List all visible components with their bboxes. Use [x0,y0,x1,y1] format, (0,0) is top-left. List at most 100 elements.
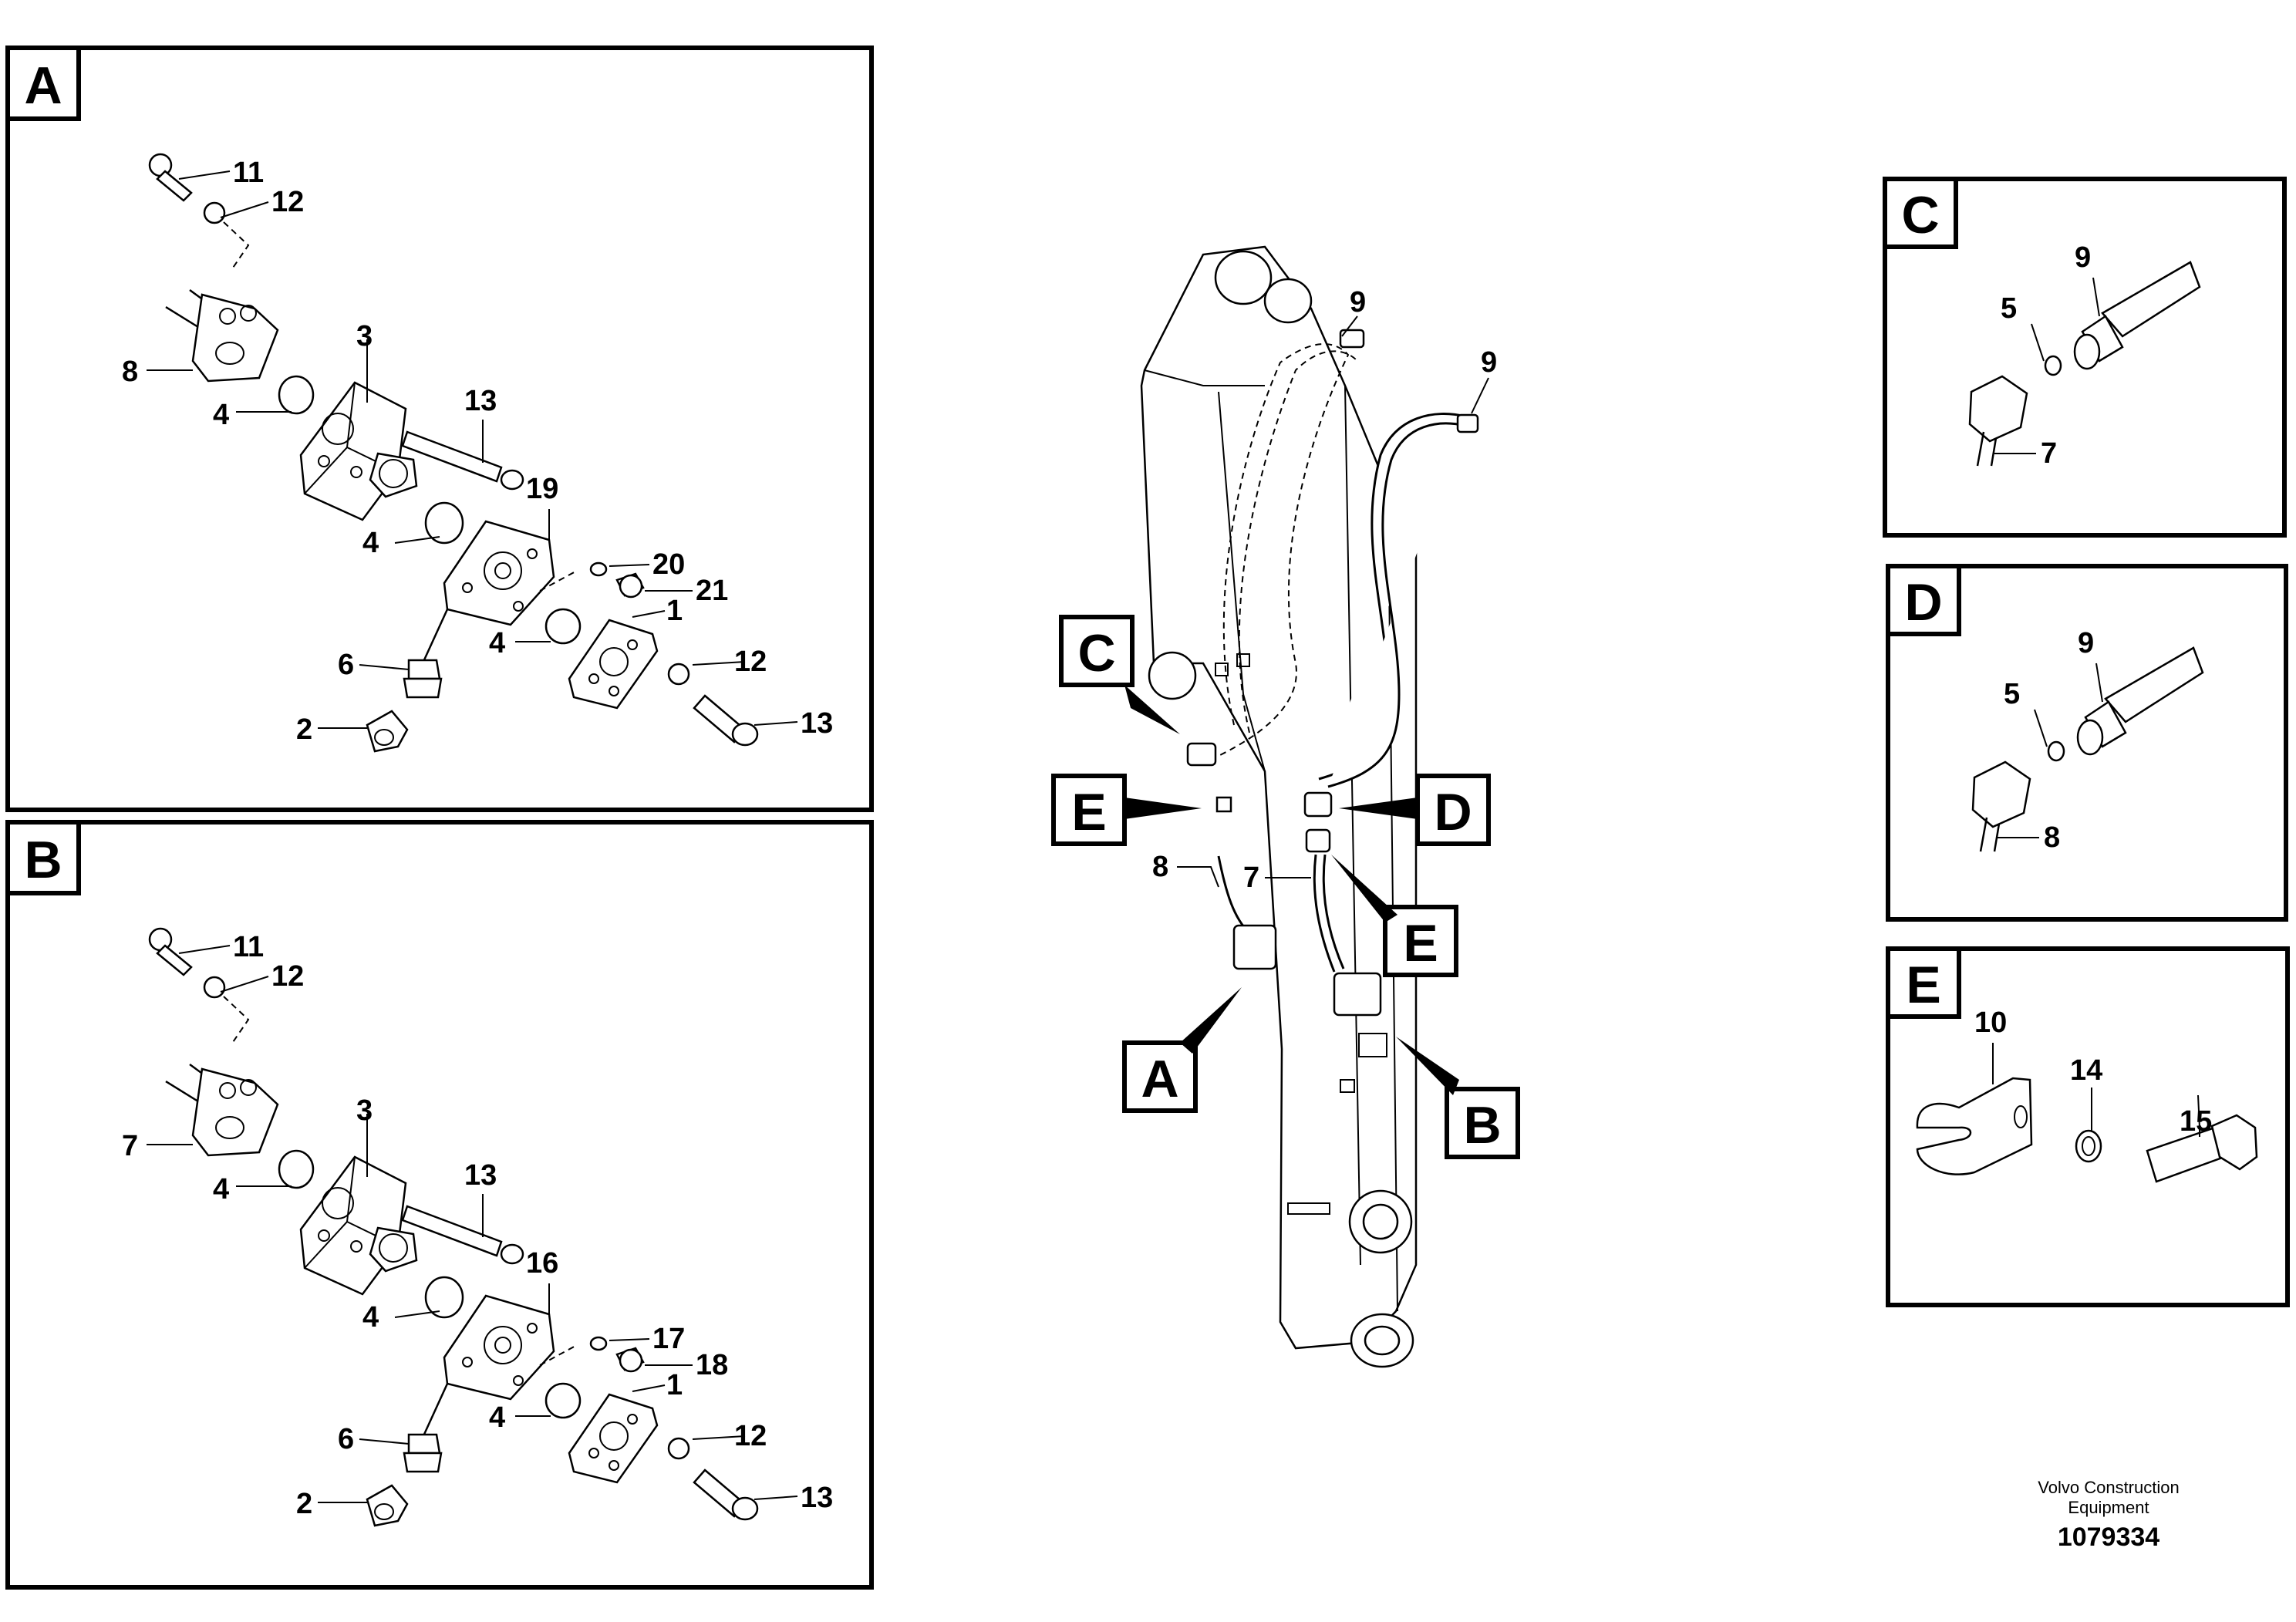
boom-part-label: 9 [1481,346,1497,379]
view-e-part-label: 15 [2180,1105,2212,1138]
flange-8-icon [165,288,279,383]
part-label: 6 [338,649,354,681]
part-label: 1 [666,595,683,627]
part-label: 1 [666,1369,683,1401]
part-label: 3 [356,1094,373,1127]
view-b-letter-box [5,820,81,895]
bolt-15-icon [2146,1114,2258,1183]
view-a-part-labels: 11 12 8 3 4 13 19 4 20 21 4 1 6 12 2 13 [122,157,833,746]
view-c-part-label: 7 [2041,437,2057,470]
view-d-frame [1886,564,2288,922]
nut-2-icon [366,1484,409,1527]
callout-b-letter: B [1463,1096,1501,1155]
part-label: 2 [296,1488,312,1520]
boom-hoses [1186,329,1479,1017]
fitting-6-icon [403,609,449,699]
callout-e-right-arrow-icon [1331,855,1397,922]
part-label: 20 [652,548,685,581]
view-c-letter: C [1901,186,1939,244]
callout-b-box [1445,1087,1520,1159]
part-label: 12 [271,960,304,993]
flange-16-icon [443,1294,555,1401]
part-label: 4 [362,527,379,559]
callout-e-left-letter: E [1071,783,1106,841]
flange-1-icon [568,619,659,710]
oring-4c-icon [544,1382,582,1419]
callout-e-right-box [1383,905,1458,977]
block-3-icon [299,381,418,521]
bolt-11-icon [148,927,193,976]
view-c-part-label: 5 [2001,292,2017,325]
part-label: 11 [233,157,264,189]
view-e-part-label: 14 [2070,1054,2102,1087]
callout-b-arrow-icon [1396,1037,1459,1095]
part-label: 13 [801,707,833,740]
part-label: 2 [296,713,312,746]
view-a-letter: A [24,56,62,115]
view-d-part-label: 9 [2078,627,2094,659]
part-label: 16 [526,1247,558,1280]
view-e-letter-box [1886,946,1961,1019]
boom-leaders [1177,315,1489,888]
boom-overview: C E D E A B [1051,245,1520,1368]
view-d: D 9 5 8 [1886,564,2288,922]
clamp-10-icon [1916,1077,2033,1175]
part-label: 18 [696,1349,728,1381]
view-e-frame [1886,946,2290,1307]
part-label: 4 [489,1401,505,1434]
oring-4-icon [278,1149,315,1189]
callout-c-arrow-icon [1124,685,1180,734]
view-c-part-label: 9 [2075,241,2091,274]
flange-19-icon [443,520,555,626]
callout-e-right-letter: E [1403,914,1438,973]
block-3-icon [299,1155,418,1296]
view-c-fitting-icon [1968,261,2201,467]
view-b-letter: B [24,831,62,889]
boom-part-label: 7 [1243,862,1259,894]
view-e-part-label: 10 [1974,1007,2007,1039]
view-a-frame [5,46,874,812]
callout-c-box [1059,615,1135,687]
bolt-13-lower-icon [693,694,759,747]
part-label: 4 [489,627,505,659]
view-e-letter: E [1906,956,1940,1014]
callout-a-box [1122,1040,1198,1113]
washer-12b-icon [667,1437,690,1460]
bolt-13-lower-icon [693,1469,759,1521]
plug-17-icon [589,1336,608,1351]
part-label: 11 [233,931,264,963]
view-d-fitting-icon [1971,646,2204,852]
view-c-frame [1883,177,2287,538]
plug-20-icon [589,561,608,577]
bolt-11-icon [148,153,193,202]
view-d-letter: D [1904,573,1942,632]
part-label: 13 [464,385,497,417]
view-b-frame [5,820,874,1590]
view-a-assembly [148,153,759,753]
bolt-13-upper-icon [401,430,524,491]
part-label: 12 [271,186,304,218]
part-label: 12 [734,646,767,678]
boom-callouts: C E D E A B [1051,615,1520,1159]
part-label: 6 [338,1423,354,1455]
view-d-letter-box [1886,564,1961,636]
bolt-13-upper-icon [401,1205,524,1265]
part-label: 3 [356,320,373,352]
plug-18-icon [615,1347,645,1373]
boom-arm-icon [1140,245,1418,1368]
part-label: 4 [213,399,229,431]
part-label: 21 [696,575,728,607]
view-c-letter-box [1883,177,1958,249]
drawing-number: 1079334 [2058,1523,2159,1552]
view-b-part-labels: 11 12 7 3 4 13 16 4 17 18 4 1 6 12 2 13 [122,931,833,1520]
company-line2: Equipment [2068,1498,2149,1517]
part-label: 17 [652,1323,685,1355]
part-label: 13 [801,1482,833,1514]
washer-12b-icon [667,663,690,686]
callout-e-left-arrow-icon [1124,798,1202,819]
washer-12-icon [203,976,226,999]
part-label: 13 [464,1159,497,1192]
boom-part-label: 8 [1152,851,1168,883]
nut-2-icon [366,710,409,753]
